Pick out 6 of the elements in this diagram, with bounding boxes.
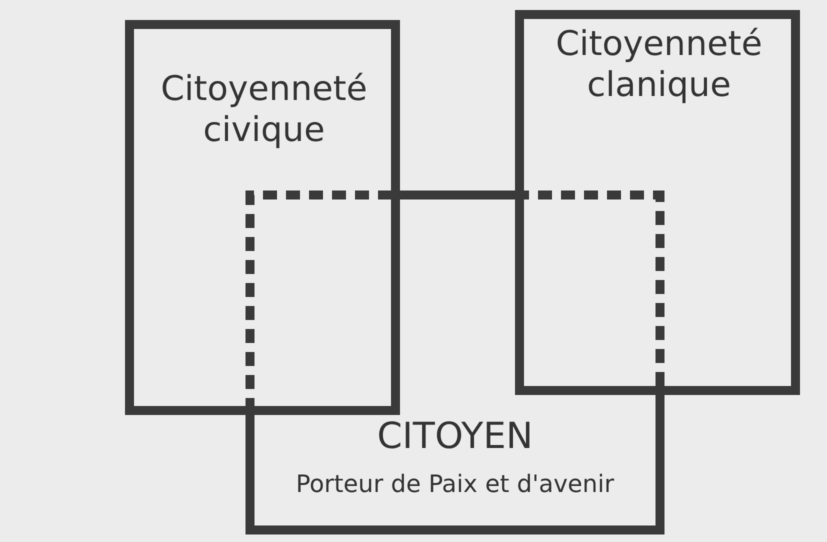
heading: Citoyenneté civique [160, 69, 368, 151]
heading: Citoyenneté clanique [554, 24, 764, 106]
subheading: Porteur de Paix et d'avenir [294, 470, 616, 499]
rectangle-frame [125, 20, 400, 415]
rectangle-frame [515, 10, 800, 395]
heading: CITOYEN [376, 415, 534, 458]
